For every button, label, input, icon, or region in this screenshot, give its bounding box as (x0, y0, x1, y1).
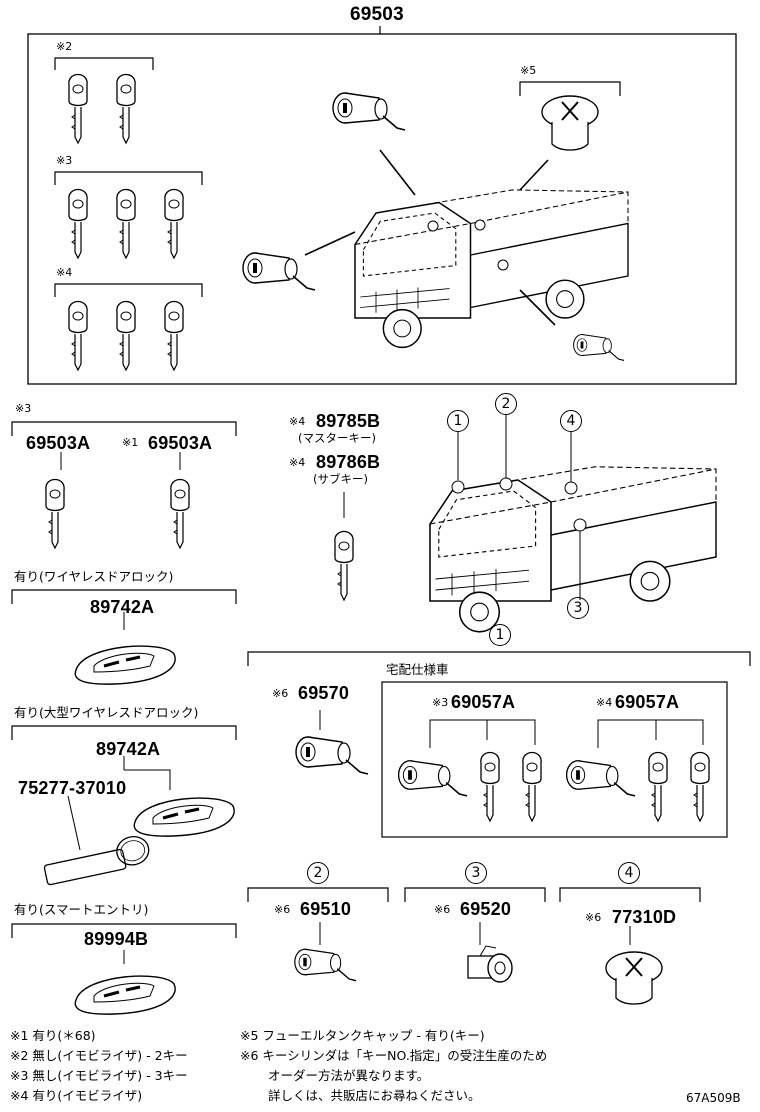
part-77310D: 77310D (612, 907, 677, 927)
sub-key-label: (サブキー) (313, 472, 368, 486)
main-assembly-number: 69503 (350, 4, 404, 25)
set-b-mark: ※4 (596, 696, 613, 709)
callout-4: 4 (560, 410, 582, 432)
note-3: ※3 無し(イモビライザ) - 3キー (10, 1068, 188, 1083)
part-69057A: 69057A (451, 692, 516, 712)
master-key-mark: ※4 (289, 415, 306, 428)
note-2: ※2 無し(イモビライザ) - 2キー (10, 1048, 188, 1063)
group-mark-4: ※4 (56, 266, 73, 279)
section-2-mark: ※6 (274, 903, 291, 916)
wireless-caption: 有り(ワイヤレスドアロック) (14, 569, 174, 584)
part-69510: 69510 (300, 899, 352, 919)
figure-code: 67A509B (686, 1091, 741, 1105)
callout-3: 3 (567, 597, 589, 619)
left-mark-3: ※3 (15, 402, 32, 415)
section-3-number: 3 (465, 862, 487, 884)
part-75277-37010: 75277-37010 (18, 778, 127, 798)
section-1-number: 1 (489, 624, 511, 646)
key-b-mark: ※1 (122, 436, 139, 449)
group-mark-5: ※5 (520, 64, 537, 77)
note-1: ※1 有り(＊68) (10, 1028, 96, 1043)
note-4: ※4 有り(イモビライザ) (10, 1088, 143, 1103)
part-69520: 69520 (460, 899, 512, 919)
note-6-line-1: ※6 キーシリンダは「キーNO.指定」の受注生産のため (240, 1048, 548, 1063)
section-4-mark: ※6 (585, 911, 602, 924)
section-3-mark: ※6 (434, 903, 451, 916)
set-a-mark: ※3 (432, 696, 449, 709)
sub-key-mark: ※4 (289, 456, 306, 469)
note-6-line-3: 詳しくは、共販店にお尋ねください。 (268, 1088, 481, 1103)
section-2-number: 2 (307, 862, 329, 884)
group-mark-2: ※2 (56, 40, 73, 53)
part-69503A-alt: 69503A (148, 433, 213, 453)
part-69570: 69570 (298, 683, 350, 703)
callout-2: 2 (495, 393, 517, 415)
part-89785B: 89785B (316, 411, 381, 431)
callout-1: 1 (447, 410, 469, 432)
delivery-spec-caption: 宅配仕様車 (386, 662, 449, 677)
cylinder-69570-mark: ※6 (272, 687, 289, 700)
part-69503A: 69503A (26, 433, 91, 453)
part-89786B: 89786B (316, 452, 381, 472)
part-89994B: 89994B (84, 929, 149, 949)
note-5: ※5 フューエルタンクキャップ - 有り(キー) (240, 1028, 485, 1043)
part-69057A-alt: 69057A (615, 692, 680, 712)
large-wireless-caption: 有り(大型ワイヤレスドアロック) (14, 705, 199, 720)
part-89742A: 89742A (90, 597, 155, 617)
smart-entry-caption: 有り(スマートエントリ) (14, 902, 149, 917)
section-4-number: 4 (618, 862, 640, 884)
group-mark-3: ※3 (56, 154, 73, 167)
master-key-label: (マスターキー) (298, 431, 376, 445)
part-89742A-large: 89742A (96, 739, 161, 759)
note-6-line-2: オーダー方法が異なります。 (268, 1068, 430, 1083)
